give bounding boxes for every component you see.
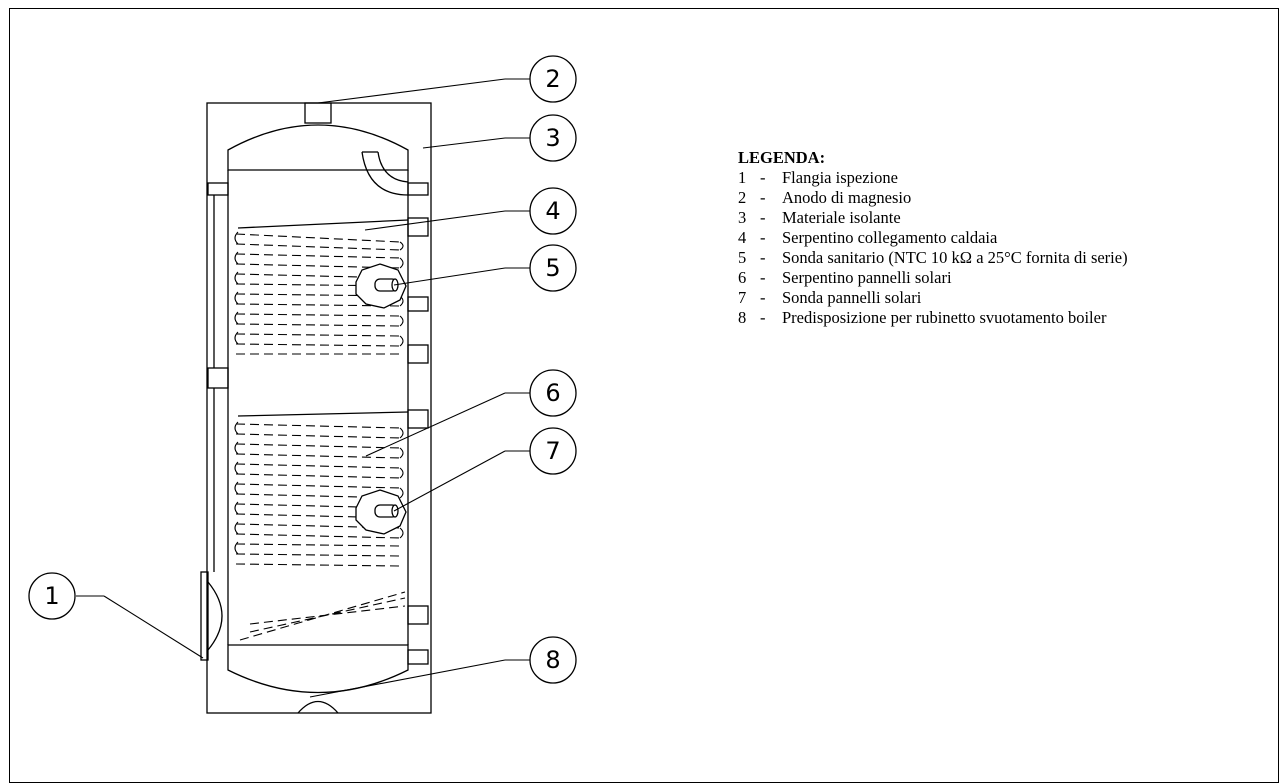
boiler-diagram: 1 2 3 4 5 6 7 8 (28, 55, 577, 714)
coil2-inlet-fitting (407, 409, 429, 429)
legend-item-number: 6 (738, 268, 747, 287)
legend-title: LEGENDA: (738, 148, 826, 167)
legend-item: 2 - Anodo di magnesio (738, 188, 1198, 208)
legend-item-text: Materiale isolante (782, 208, 901, 227)
leader-lines (76, 78, 530, 698)
tank-bottom-dome (227, 644, 409, 694)
outlet-pipe-inner (377, 151, 409, 183)
coil1-outlet-fitting (407, 344, 429, 364)
inspection-flange (200, 571, 209, 661)
callout-circle-4 (529, 187, 577, 235)
legend-item-dash: - (760, 228, 766, 247)
callout-circle-2 (529, 55, 577, 103)
legend-item: 5 - Sonda sanitario (NTC 10 kΩ a 25°C fo… (738, 248, 1198, 268)
legend-item-dash: - (760, 188, 766, 207)
drain-fitting (297, 700, 339, 714)
callout-circles (28, 55, 577, 684)
right-fitting-3 (407, 296, 429, 312)
legend-item-dash: - (760, 248, 766, 267)
legend-item-dash: - (760, 268, 766, 287)
callout-number-7: 7 (545, 437, 560, 465)
legend-item-dash: - (760, 308, 766, 327)
callout-number-6: 6 (545, 379, 560, 407)
solar-coil-ends (234, 421, 404, 555)
callout-circle-5 (529, 244, 577, 292)
callout-number-5: 5 (545, 254, 560, 282)
legend-item: 6 - Serpentino pannelli solari (738, 268, 1198, 288)
callout-number-8: 8 (545, 646, 560, 674)
legend-item-text: Serpentino collegamento caldaia (782, 228, 998, 247)
legend-item-number: 5 (738, 248, 747, 267)
legend-item-number: 2 (738, 188, 747, 207)
legend-item: 7 - Sonda pannelli solari (738, 288, 1198, 308)
callout-circle-6 (529, 369, 577, 417)
left-fitting-2 (207, 367, 229, 389)
legend-item-number: 4 (738, 228, 747, 247)
flange-cover (207, 581, 223, 651)
legend-item: 4 - Serpentino collegamento caldaia (738, 228, 1198, 248)
callout-number-4: 4 (545, 197, 560, 225)
callout-circle-8 (529, 636, 577, 684)
outlet-pipe (361, 151, 409, 196)
legend-item: 3 - Materiale isolante (738, 208, 1198, 228)
legend-item: 1 - Flangia ispezione (738, 168, 1198, 188)
legend-item-dash: - (760, 288, 766, 307)
legend-item-text: Sonda pannelli solari (782, 288, 922, 307)
callout-number-3: 3 (545, 124, 560, 152)
legend-item-text: Flangia ispezione (782, 168, 898, 187)
solar-coil (235, 423, 406, 641)
legend-item-text: Serpentino pannelli solari (782, 268, 952, 287)
sanitary-probe (355, 263, 407, 309)
boiler-outline (200, 102, 432, 714)
callout-number-2: 2 (545, 65, 560, 93)
right-fitting-7 (407, 649, 429, 665)
legend: LEGENDA: 1 - Flangia ispezione 2 - Anodo… (738, 148, 1198, 328)
anode-fitting (304, 102, 332, 124)
legend-item-dash: - (760, 168, 766, 187)
tank-top-dome (227, 124, 409, 171)
left-fitting-1 (207, 182, 229, 196)
callout-number-1: 1 (44, 582, 59, 610)
callout-circle-7 (529, 427, 577, 475)
legend-item-text: Sonda sanitario (NTC 10 kΩ a 25°C fornit… (782, 248, 1128, 267)
right-fitting-1 (407, 182, 429, 196)
legend-item: 8 - Predisposizione per rubinetto svuota… (738, 308, 1198, 328)
legend-item-number: 3 (738, 208, 747, 227)
coil1-inlet-fitting (407, 217, 429, 237)
callout-circle-3 (529, 114, 577, 162)
callout-numbers: 1 2 3 4 5 6 7 8 (44, 65, 560, 674)
legend-item-number: 8 (738, 308, 747, 327)
legend-item-number: 7 (738, 288, 747, 307)
legend-item-text: Anodo di magnesio (782, 188, 912, 207)
legend-item-text: Predisposizione per rubinetto svuotament… (782, 308, 1107, 327)
solar-probe (355, 489, 407, 535)
callout-circle-1 (28, 572, 76, 620)
legend-item-dash: - (760, 208, 766, 227)
coil2-outlet-fitting (407, 605, 429, 625)
legend-item-number: 1 (738, 168, 747, 187)
